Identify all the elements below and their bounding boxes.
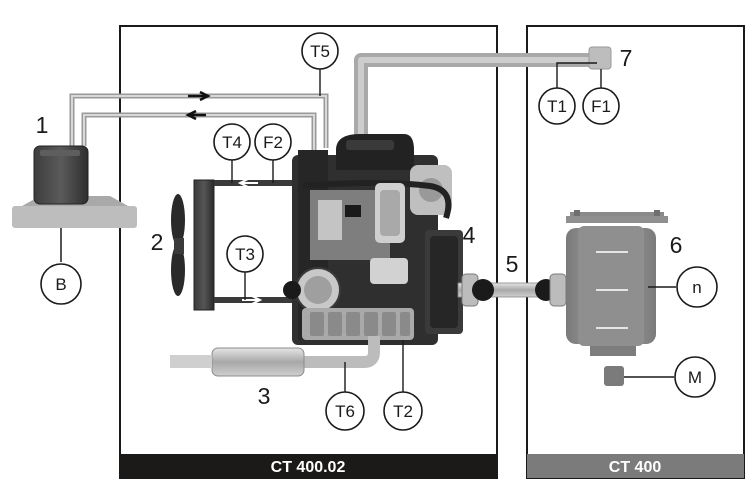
sensor-n: n [676,266,718,308]
label-exhaust: 3 [258,383,271,409]
air-intake-duct [354,46,612,142]
label-fuel-tank: 1 [36,112,49,138]
ct400-label-bar [527,454,744,478]
fan [171,194,185,296]
sensor-t2: T2 [383,391,423,431]
exhaust-system [170,336,380,377]
sensor-t4: T4 [213,123,251,161]
air-filter-box [588,46,612,70]
radiator [193,179,215,311]
sensor-f1: F1 [582,87,620,125]
svg-text:n: n [692,278,701,297]
fuel-flow-arrow-bottom [185,109,206,121]
svg-text:T2: T2 [393,402,413,421]
drive-shaft [457,273,567,307]
muffler [211,347,305,377]
svg-text:T6: T6 [335,402,355,421]
svg-text:T4: T4 [222,133,242,152]
sensor-t5: T5 [301,32,339,70]
sensor-b: B [40,263,82,305]
fuel-flow-arrow-top [188,90,211,102]
svg-text:F1: F1 [591,97,611,116]
svg-text:T1: T1 [547,97,567,116]
sensor-t6: T6 [325,391,365,431]
svg-text:M: M [688,368,702,387]
scale-platform [12,206,137,228]
sensor-f2: F2 [254,123,292,161]
radiator-assembly [171,178,305,311]
sensor-t1: T1 [538,87,576,125]
svg-text:T5: T5 [310,42,330,61]
label-shaft: 5 [506,251,519,277]
coolant-arrow-top [237,178,258,188]
torque-sensor-block [604,366,624,386]
label-brake: 6 [670,232,683,258]
svg-text:B: B [55,275,66,294]
ct400-label: CT 400 [609,459,662,476]
label-air-intake: 7 [620,45,633,71]
sensor-t3: T3 [226,235,264,273]
oil-sump [302,308,414,340]
fuel-tank-scale [12,145,137,262]
svg-text:T3: T3 [235,245,255,264]
sensor-m: M [674,356,716,398]
svg-text:F2: F2 [263,133,283,152]
engine [283,134,463,345]
eddy-current-brake [566,210,668,386]
label-radiator: 2 [151,229,164,255]
sensor-leader-lines [231,62,676,392]
fuel-lines [69,90,329,150]
label-engine: 4 [463,222,476,248]
ct40002-label: CT 400.02 [271,459,346,476]
fuel-tank [33,145,89,205]
ct40002-label-bar [120,454,497,478]
